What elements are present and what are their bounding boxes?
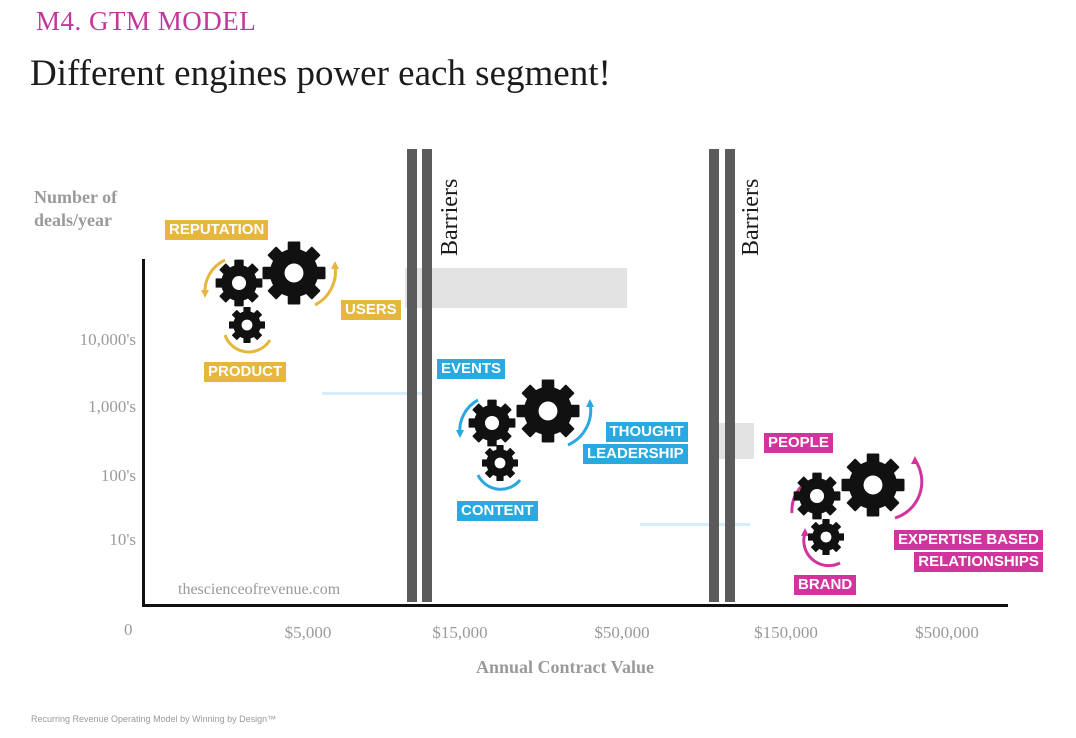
barrier-bar (422, 149, 432, 602)
tag-leadership: LEADERSHIP (583, 444, 688, 464)
tag-thought: THOUGHT (605, 422, 688, 442)
x-tick-label: $500,000 (915, 623, 979, 642)
x-axis-label: Annual Contract Value (476, 657, 655, 677)
faded-bar (716, 423, 754, 459)
y-axis (142, 259, 145, 607)
faded-line (322, 392, 422, 395)
y-tick-label: 10's (109, 530, 136, 549)
section-kicker: M4. GTM MODEL (36, 6, 257, 36)
x-axis (142, 604, 1008, 607)
x-tick-label: $15,000 (432, 623, 488, 642)
faded-line (640, 523, 750, 526)
footer-credit: Recurring Revenue Operating Model by Win… (31, 714, 277, 724)
gear-cluster-icon (456, 379, 594, 491)
y-tick-label: 10,000's (79, 330, 136, 349)
tag-expertise: EXPERTISE BASED (894, 530, 1043, 550)
y-tick-label: 100's (100, 466, 136, 485)
tag-reputation: REPUTATION (165, 220, 269, 240)
y-tick-label: 1,000's (88, 397, 136, 416)
y-axis-label: Number of deals/year (34, 186, 117, 232)
faded-bar (405, 268, 627, 308)
tag-product: PRODUCT (204, 362, 287, 382)
x-tick-label: $150,000 (754, 623, 818, 642)
y-axis-label-line1: Number of (34, 187, 118, 207)
tag-people: PEOPLE (764, 433, 833, 453)
tag-brand: BRAND (794, 575, 857, 595)
origin-label: 0 (124, 620, 133, 639)
tag-content: CONTENT (457, 501, 538, 521)
gear-cluster-icon (790, 453, 924, 568)
x-tick-label: $5,000 (284, 623, 332, 642)
barrier-label: Barriers (437, 178, 463, 256)
tag-users: USERS (341, 300, 401, 320)
barrier-bar (407, 149, 417, 602)
tag-expertise-relationships: EXPERTISE BASED RELATIONSHIPS (894, 530, 1043, 572)
x-tick-label: $50,000 (594, 623, 650, 642)
barrier-bar (725, 149, 735, 602)
tag-relationships: RELATIONSHIPS (914, 552, 1043, 572)
watermark-text: thescienceofrevenue.com (178, 581, 341, 598)
tag-events: EVENTS (437, 359, 506, 379)
y-axis-label-line2: deals/year (34, 210, 112, 230)
page-title: Different engines power each segment! (30, 53, 611, 94)
tag-thought-leadership: THOUGHT LEADERSHIP (583, 422, 688, 464)
barrier-label: Barriers (738, 178, 764, 256)
barrier-bar (709, 149, 719, 602)
gear-cluster-icon (201, 241, 339, 354)
